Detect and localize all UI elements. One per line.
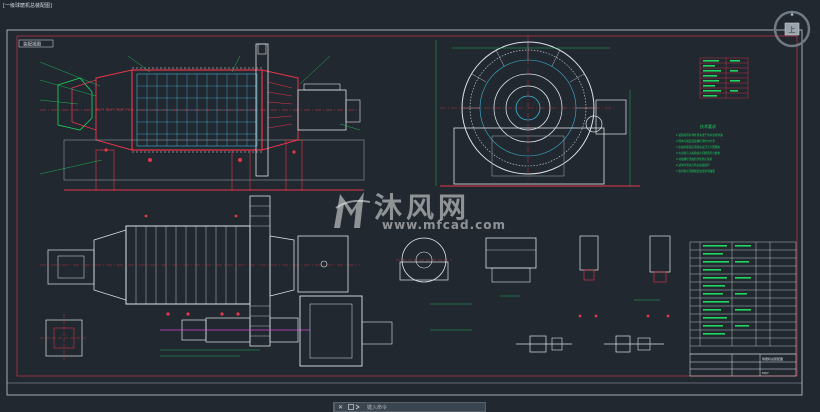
side-view <box>435 36 640 187</box>
parameter-table <box>699 57 749 99</box>
title-block <box>689 353 797 377</box>
viewcube[interactable]: 上 ▲ <box>771 8 813 50</box>
view-label-box <box>18 39 54 48</box>
title-block-name: 球磨机总装配图 <box>762 356 783 361</box>
svg-text:▲: ▲ <box>790 11 794 16</box>
outer-frame <box>6 29 803 396</box>
close-icon[interactable]: ✕ <box>338 404 344 411</box>
inner-frame <box>16 35 798 377</box>
top-view <box>40 195 393 367</box>
command-line-bar[interactable]: ✕ <box>334 402 486 412</box>
note-line: 2.筒体与端盖连接螺栓须均匀拧紧 <box>676 139 715 143</box>
note-line: 5.衬板螺栓须加密封垫防止漏浆 <box>676 157 713 161</box>
title-block-code: MQY <box>762 371 769 375</box>
note-line: 3.主轴承装配后须转动灵活无卡阻现象 <box>676 145 720 149</box>
note-line: 1.装配前所有零件须清洗干净并涂防锈油 <box>676 133 723 137</box>
view-label: 装配视图 <box>23 41 41 48</box>
drawing-tab-title[interactable]: [一级球磨机总装配图] <box>3 3 52 9</box>
watermark: 沐风网 www.mfcad.com <box>330 186 505 236</box>
front-view <box>39 43 365 191</box>
parts-list <box>689 241 797 355</box>
watermark-logo <box>334 192 371 228</box>
notes-title: 技术要求 <box>700 123 716 129</box>
note-line: 4.大齿轮与小齿轮啮合间隙须符合要求 <box>676 151 720 155</box>
watermark-en: www.mfcad.com <box>382 218 506 232</box>
watermark-cn: 沐风网 <box>374 191 471 224</box>
note-line: 6.试车时须先空转后加载运行 <box>676 163 710 167</box>
command-input[interactable] <box>367 404 483 411</box>
detail-views <box>396 235 671 353</box>
viewcube-face-label: 上 <box>789 25 796 34</box>
note-line: 7.各润滑点须按规定加注润滑油脂 <box>676 169 715 173</box>
command-bar-separator <box>333 402 334 412</box>
command-prompt-icon[interactable] <box>348 404 362 410</box>
technical-notes: 技术要求 1.装配前所有零件须清洗干净并涂防锈油 2.筒体与端盖连接螺栓须均匀拧… <box>676 123 723 173</box>
